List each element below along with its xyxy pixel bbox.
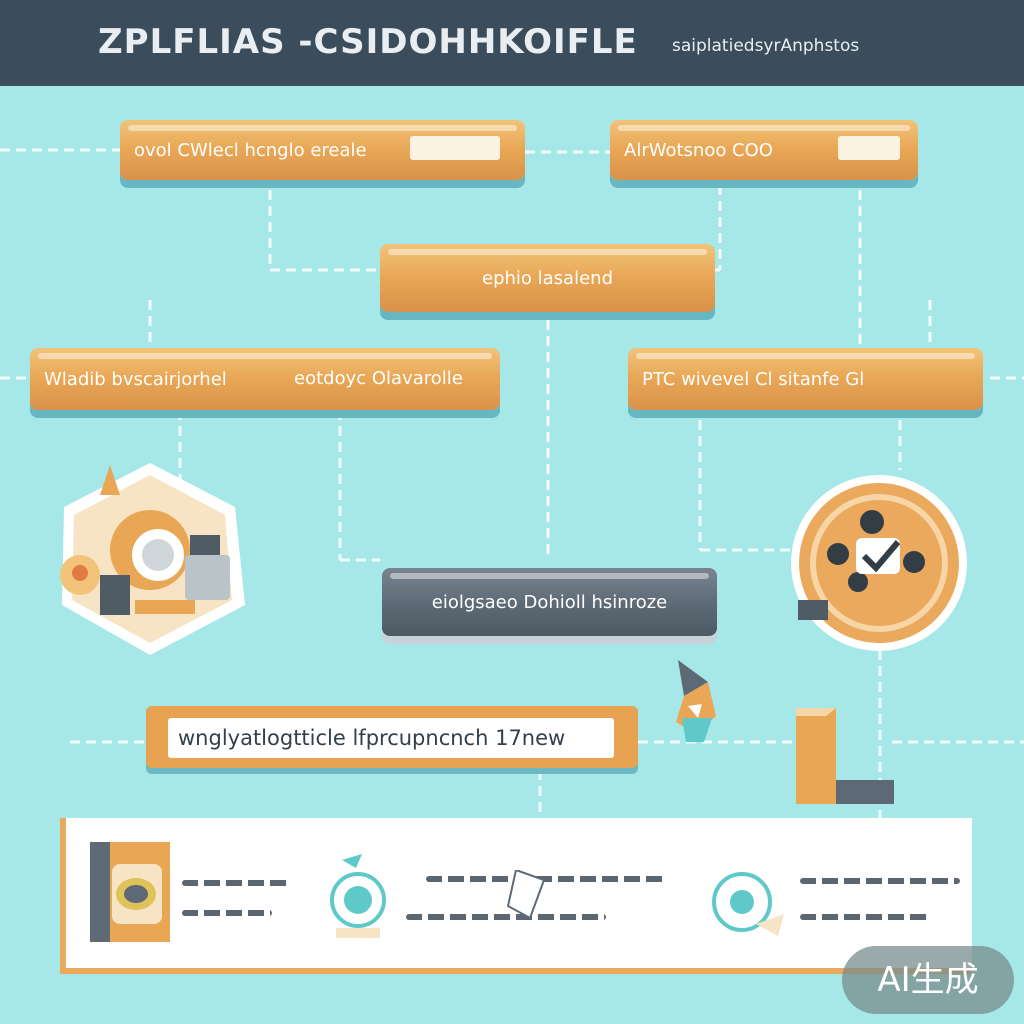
node-gray-label: eiolgsaeo Dohioll hsinroze <box>431 591 668 613</box>
node-top-left-tag <box>410 136 500 160</box>
node-top-right-label: AlrWotsnoo COO <box>624 139 773 161</box>
node-wide-label: wnglyatlogtticle lfprcupncnch 17new <box>178 726 566 750</box>
header-bar: ZPLFLIAS -CSIDOHHKOIFLE saiplatiedsyrAnp… <box>0 0 1024 86</box>
ai-generated-watermark: AI生成 <box>842 946 1014 1014</box>
pen-icon <box>676 660 716 742</box>
node-row2-right-label: PTC wivevel Cl sitanfe Gl <box>642 368 865 390</box>
panel-line-1a <box>182 880 292 886</box>
panel-line-2b <box>406 914 606 920</box>
node-top-left-label: ovol CWlecl hcnglo ereale <box>134 139 367 161</box>
node-row2-left: Wladib bvscairjorhel eotdoyc Olavarolle <box>30 348 500 410</box>
node-middle: ephio lasalend <box>380 244 715 312</box>
paper-icon <box>506 870 546 920</box>
node-row2-left-label-a: Wladib bvscairjorhel <box>44 368 227 390</box>
chart-card-icon <box>90 842 170 942</box>
node-wide-inner: wnglyatlogtticle lfprcupncnch 17new <box>168 718 614 758</box>
node-row2-right: PTC wivevel Cl sitanfe Gl <box>628 348 983 410</box>
check-network-icon <box>791 475 967 651</box>
mug-icon <box>712 872 784 936</box>
node-middle-label: ephio lasalend <box>482 267 613 289</box>
target-icon <box>330 854 386 938</box>
panel-line-3b <box>800 914 930 920</box>
workspace-illustration-icon <box>60 463 245 655</box>
bottom-panel <box>60 818 972 974</box>
bracket-icon <box>796 708 894 804</box>
panel-line-2a <box>426 876 666 882</box>
node-wide: wnglyatlogtticle lfprcupncnch 17new <box>146 706 638 768</box>
panel-line-3a <box>800 878 960 884</box>
node-top-right-tag <box>838 136 900 160</box>
page-subtitle: saiplatiedsyrAnphstos <box>672 36 860 56</box>
node-row2-left-label-b: eotdoyc Olavarolle <box>294 368 463 389</box>
node-gray: eiolgsaeo Dohioll hsinroze <box>382 568 717 636</box>
panel-line-1b <box>182 910 272 916</box>
page-title: ZPLFLIAS -CSIDOHHKOIFLE <box>98 22 638 62</box>
